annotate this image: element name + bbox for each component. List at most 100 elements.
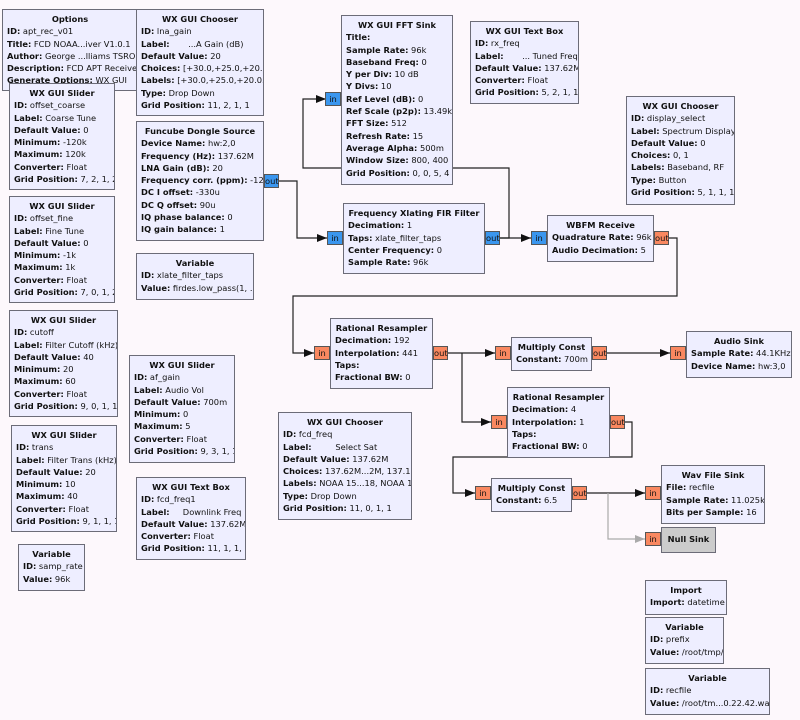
param-key: Label: xyxy=(283,441,312,452)
input-port[interactable]: in xyxy=(670,346,686,360)
block-param: Default Value: 20 xyxy=(141,50,259,62)
wire-wbfm-to-resampler[interactable] xyxy=(292,237,678,357)
block-param: ID: cutoff xyxy=(14,326,113,338)
block-title: Import xyxy=(670,585,702,595)
input-port[interactable]: in xyxy=(475,486,491,500)
block-param: ID: recfile xyxy=(650,684,765,696)
param-value: 1 xyxy=(216,224,225,235)
param-key: Maximum: xyxy=(14,149,63,160)
output-port[interactable]: out xyxy=(264,174,279,188)
param-value: 5 xyxy=(182,421,191,432)
output-port[interactable]: out xyxy=(592,346,607,360)
param-value: 137.62M xyxy=(207,518,246,529)
param-value: 96k xyxy=(633,232,652,243)
param-key: Choices: xyxy=(141,63,181,74)
block-null-sink[interactable]: Null Sink xyxy=(661,527,716,553)
output-port[interactable]: out xyxy=(485,231,500,245)
output-port[interactable]: out xyxy=(433,346,448,360)
output-port[interactable]: out xyxy=(610,415,625,429)
input-port[interactable]: in xyxy=(314,346,330,360)
param-value: datetime xyxy=(684,597,725,608)
param-value: Select Sat xyxy=(311,441,378,452)
block-param: Title: xyxy=(346,31,448,43)
block-param: Default Value: 40 xyxy=(14,351,113,363)
block-param: Bits per Sample: 16 xyxy=(666,506,760,518)
param-key: Fractional BW: xyxy=(512,441,580,452)
param-value: 11, 1, 1, 1 xyxy=(204,543,246,554)
output-port[interactable]: out xyxy=(572,486,587,500)
param-value: 1 xyxy=(404,220,413,231)
param-key: LNA Gain (dB): xyxy=(141,162,210,173)
param-key: Sample Rate: xyxy=(346,44,409,55)
param-value: Float xyxy=(65,503,89,514)
param-key: Frequency corr. (ppm): xyxy=(141,175,248,186)
param-value: 0, 0, 5, 4 xyxy=(409,167,450,178)
block-param: Grid Position: 5, 2, 1, 1 xyxy=(475,86,578,98)
param-value: 16 xyxy=(743,506,757,517)
output-port[interactable]: out xyxy=(654,231,669,245)
param-key: Maximum: xyxy=(14,376,63,387)
wire-resampler-to-resampler2[interactable] xyxy=(461,353,491,426)
wire-multiply2-to-null-sink[interactable] xyxy=(607,493,645,543)
param-key: ID: xyxy=(141,270,155,281)
param-value: 13.49k xyxy=(420,106,453,117)
input-port[interactable]: in xyxy=(645,532,661,546)
param-value: offset_coarse xyxy=(27,100,86,111)
param-key: Bits per Sample: xyxy=(666,506,744,517)
block-param: Label: Audio Vol xyxy=(134,384,230,396)
param-value: trans xyxy=(29,442,54,453)
input-port[interactable]: in xyxy=(531,231,547,245)
param-key: Label: xyxy=(475,50,504,61)
param-value: Downlink Freq xyxy=(169,506,242,517)
param-key: Label: xyxy=(14,339,43,350)
wire-source-to-xlating[interactable] xyxy=(279,180,327,242)
param-key: ID: xyxy=(14,327,28,338)
input-port[interactable]: in xyxy=(645,486,661,500)
input-port[interactable]: in xyxy=(327,231,343,245)
block-param: Grid Position: 7, 2, 1, 2 xyxy=(14,173,114,185)
param-key: Title: xyxy=(346,32,371,43)
block-param: Grid Position: 11, 0, 1, 1 xyxy=(283,502,407,514)
param-key: File: xyxy=(666,482,687,493)
param-key: Type: xyxy=(283,490,308,501)
param-key: Label: xyxy=(134,384,163,395)
param-key: Default Value: xyxy=(283,453,350,464)
param-value: [+30.0,+25.0,+20.... xyxy=(180,63,264,74)
block-param: Minimum: 0 xyxy=(134,408,230,420)
input-port[interactable]: in xyxy=(495,346,511,360)
param-value: 20 xyxy=(60,364,74,375)
block-param: Grid Position: 5, 1, 1, 1 xyxy=(631,186,734,198)
input-port[interactable]: in xyxy=(325,92,341,106)
param-value: recfile xyxy=(686,482,715,493)
param-key: ID: xyxy=(141,26,155,37)
input-port[interactable]: in xyxy=(491,415,507,429)
param-key: Refresh Rate: xyxy=(346,130,410,141)
block-param: Maximum: 60 xyxy=(14,375,113,387)
